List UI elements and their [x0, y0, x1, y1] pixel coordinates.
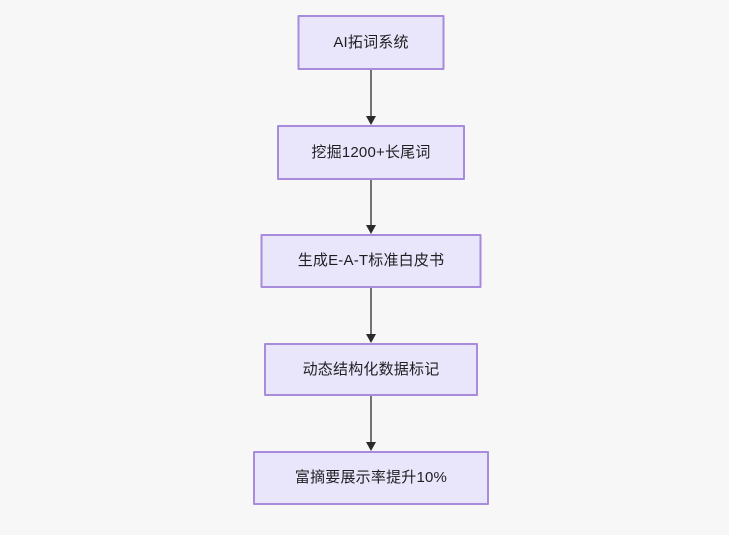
- flow-node-rich-snippet-impression-lift[interactable]: 富摘要展示率提升10%: [253, 451, 489, 505]
- edge-line: [370, 180, 372, 225]
- edge-n1-n2: [364, 70, 378, 125]
- flow-node-ai-keyword-system[interactable]: AI拓词系统: [297, 15, 445, 70]
- flow-node-label: 富摘要展示率提升10%: [294, 469, 448, 486]
- flow-node-label: 挖掘1200+长尾词: [311, 143, 431, 161]
- edge-line: [370, 288, 372, 334]
- edge-n3-n4: [364, 288, 378, 343]
- edge-line: [370, 70, 372, 116]
- flow-node-label: AI拓词系统: [333, 33, 409, 51]
- arrowhead-icon: [366, 334, 376, 343]
- arrowhead-icon: [366, 116, 376, 125]
- flow-node-label: 生成E-A-T标准白皮书: [297, 252, 445, 269]
- edge-n4-n5: [364, 396, 378, 451]
- flow-node-mine-longtail-keywords[interactable]: 挖掘1200+长尾词: [277, 125, 465, 180]
- arrowhead-icon: [366, 225, 376, 234]
- arrowhead-icon: [366, 442, 376, 451]
- flow-node-dynamic-structured-data-markup[interactable]: 动态结构化数据标记: [264, 343, 478, 396]
- flow-node-generate-eat-whitepaper[interactable]: 生成E-A-T标准白皮书: [260, 234, 482, 288]
- edge-line: [370, 396, 372, 442]
- flow-node-label: 动态结构化数据标记: [302, 360, 440, 378]
- edge-n2-n3: [364, 180, 378, 234]
